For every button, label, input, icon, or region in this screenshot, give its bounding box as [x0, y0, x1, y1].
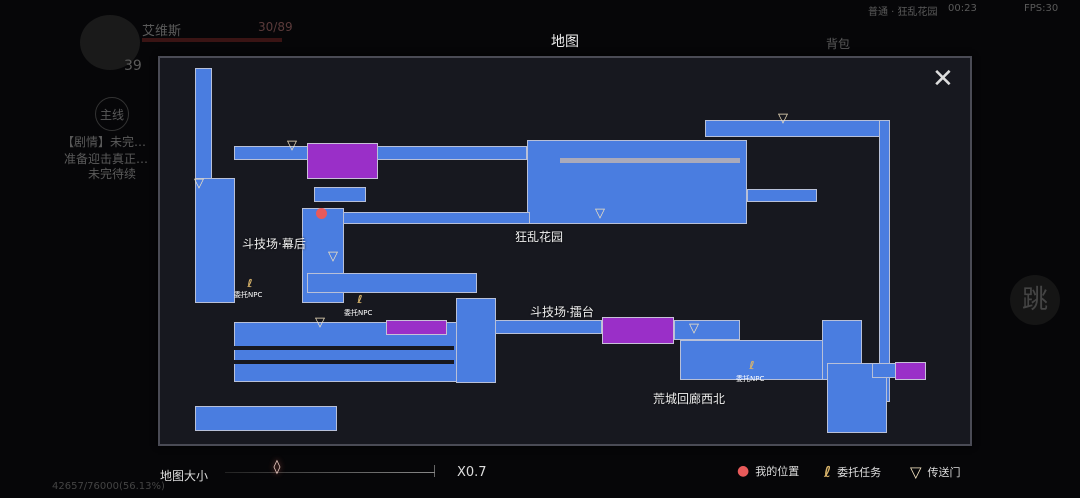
main-quest-button[interactable]: 主线	[95, 97, 129, 131]
bag-button[interactable]: 背包	[826, 37, 851, 51]
map-title-bar: 地图	[520, 31, 610, 51]
timer: 00:23	[948, 3, 977, 14]
quest-npc-icon[interactable]: ℓ	[247, 277, 253, 290]
legend-quest: ℓ 委托任务	[824, 463, 881, 481]
jump-button[interactable]: 跳	[1010, 275, 1060, 325]
npc-label: 委托NPC	[736, 375, 765, 383]
quest-title[interactable]: 【剧情】未完…	[62, 135, 147, 149]
area-label: 狂乱花园	[515, 230, 564, 244]
quest-desc: 准备迎击真正…	[64, 152, 149, 166]
area-label: 荒城回廊西北	[653, 392, 726, 406]
player-name: 艾维斯	[142, 24, 182, 39]
hp-value: 30/89	[258, 20, 293, 34]
npc-label: 委托NPC	[344, 309, 373, 317]
portal-icon[interactable]: ▽	[328, 249, 338, 264]
legend-my-position: ● 我的位置	[737, 463, 799, 479]
special-room	[307, 143, 378, 179]
area-label: 斗技场·擂台	[530, 305, 594, 319]
area-label: 斗技场·幕后	[242, 237, 306, 251]
slider-handle[interactable]: ◊	[273, 459, 281, 475]
my-position-marker	[316, 208, 327, 219]
portal-icon[interactable]: ▽	[315, 315, 325, 330]
quest-icon: ℓ	[824, 463, 832, 481]
quest-npc-icon[interactable]: ℓ	[357, 293, 363, 306]
quest-status: 未完待续	[88, 167, 137, 181]
hp-bar	[142, 38, 282, 42]
special-room	[895, 362, 926, 380]
fps: FPS:30	[1024, 3, 1059, 14]
legend-portal: ▽ 传送门	[910, 463, 961, 481]
map-size-label: 地图大小	[160, 469, 209, 483]
location-pin-icon: ●	[737, 463, 750, 479]
portal-icon[interactable]: ▽	[194, 176, 204, 191]
portal-icon[interactable]: ▽	[689, 321, 699, 336]
legend-label: 委托任务	[837, 466, 882, 479]
location-text: 普通 · 狂乱花园	[868, 7, 938, 18]
map-panel[interactable]: 斗技场·幕后 狂乱花园 斗技场·擂台 荒城回廊西北 ▽ ▽ ▽ ▽ ▽ ▽ ▽ …	[158, 56, 972, 446]
player-level: 39	[124, 58, 142, 74]
quest-npc-icon[interactable]: ℓ	[749, 359, 755, 372]
special-room	[602, 317, 674, 344]
portal-icon[interactable]: ▽	[595, 206, 605, 221]
exp-value: 42657/76000(56.13%)	[52, 481, 165, 492]
map-title: 地图	[551, 34, 579, 50]
portal-icon[interactable]: ▽	[287, 138, 297, 153]
close-icon[interactable]: ✕	[932, 64, 954, 94]
portal-icon[interactable]: ▽	[778, 111, 788, 126]
zoom-value: X0.7	[457, 465, 487, 480]
special-room	[386, 320, 447, 335]
portal-icon: ▽	[910, 463, 922, 481]
map-size-slider[interactable]: ◊	[225, 459, 435, 477]
legend-label: 我的位置	[755, 465, 800, 478]
npc-label: 委托NPC	[234, 291, 263, 299]
avatar[interactable]	[80, 15, 140, 70]
legend-label: 传送门	[927, 466, 961, 479]
